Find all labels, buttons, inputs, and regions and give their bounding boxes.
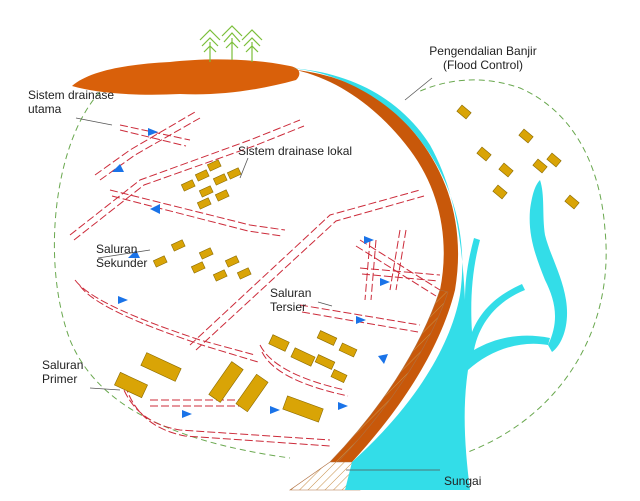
secondary-line1: Saluran bbox=[96, 242, 138, 256]
leader-lines bbox=[75, 77, 440, 471]
flow-arrow-icon bbox=[378, 354, 388, 364]
main-drainage-label: Sistem drainase utama bbox=[28, 88, 114, 116]
main-drainage-line1: Sistem drainase bbox=[28, 88, 115, 102]
catchment-boundary bbox=[53, 79, 607, 459]
flow-arrow-icon bbox=[356, 316, 366, 324]
buildings bbox=[114, 104, 580, 423]
flow-arrow-icon bbox=[112, 164, 124, 172]
tertiary-channel-label: Saluran Tersier bbox=[270, 286, 311, 314]
river-tributary bbox=[529, 180, 568, 352]
main-drainage-line2: utama bbox=[28, 102, 62, 116]
river bbox=[290, 68, 550, 490]
flood-control-line1: Pengendalian Banjir bbox=[429, 44, 537, 58]
flow-arrow-icon bbox=[364, 236, 374, 244]
flood-control-label: Pengendalian Banjir (Flood Control) bbox=[408, 44, 558, 72]
river-label: Sungai bbox=[444, 474, 482, 488]
secondary-channel-label: Saluran Sekunder bbox=[96, 242, 147, 270]
primary-line2: Primer bbox=[42, 372, 78, 386]
flow-arrow-icon bbox=[150, 204, 160, 214]
river-bank bbox=[296, 70, 459, 462]
flood-control-line2: (Flood Control) bbox=[442, 58, 524, 72]
primary-channel-label: Saluran Primer bbox=[42, 358, 83, 386]
local-drainage-label: Sistem drainase lokal bbox=[238, 144, 353, 158]
flow-arrow-icon bbox=[380, 278, 390, 286]
flow-arrow-icon bbox=[118, 296, 128, 304]
flow-arrow-icon bbox=[270, 406, 280, 414]
primary-line1: Saluran bbox=[42, 358, 84, 372]
flow-arrows bbox=[112, 128, 390, 418]
secondary-line2: Sekunder bbox=[96, 256, 148, 270]
tertiary-line1: Saluran bbox=[270, 286, 312, 300]
flow-arrow-icon bbox=[148, 128, 158, 136]
tertiary-line2: Tersier bbox=[270, 300, 307, 314]
hill bbox=[72, 59, 300, 95]
flow-arrow-icon bbox=[182, 410, 192, 418]
tree-icon bbox=[199, 25, 263, 62]
flow-arrow-icon bbox=[338, 402, 348, 410]
drainage-channels bbox=[69, 111, 441, 447]
